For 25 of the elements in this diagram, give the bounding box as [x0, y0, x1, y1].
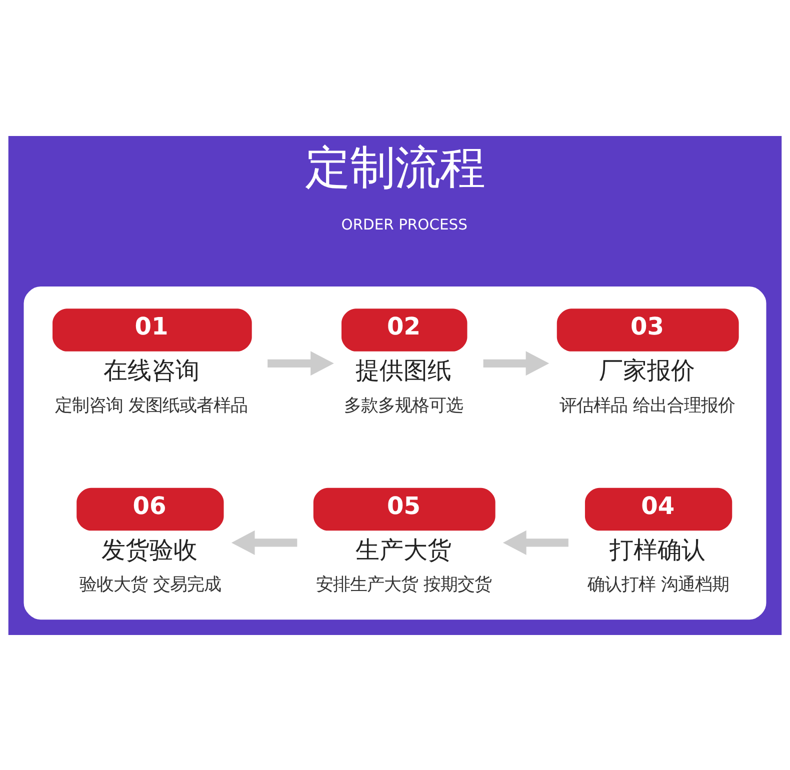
cluster — [24, 286, 766, 620]
label: ORDER PROCESS — [341, 216, 468, 233]
node-label: 安排生产大货 按期交货 — [316, 574, 492, 595]
node-label: 验收大货 交易完成 — [79, 574, 221, 595]
node-box: 03 — [556, 308, 739, 351]
node-box: 02 — [342, 308, 468, 351]
node-label: 定制咨询 发图纸或者样品 — [55, 395, 248, 416]
arrow — [231, 530, 298, 554]
arrow — [502, 530, 568, 554]
arrow — [268, 350, 334, 376]
node-label: 厂家报价 — [599, 356, 696, 384]
node-box: 05 — [313, 487, 496, 530]
node-label: 发货验收 — [101, 535, 198, 564]
node-label: 在线咨询 — [103, 356, 200, 384]
node-label: 评估样品 给出合理报价 — [560, 395, 736, 416]
node-label: 确认打样 沟通档期 — [588, 574, 730, 595]
arrow — [483, 350, 550, 376]
node-label: 提供图纸 — [356, 356, 452, 384]
node-box: 01 — [52, 308, 252, 351]
node-label: 生产大货 — [356, 535, 452, 564]
node-label: 多款多规格可选 — [344, 395, 464, 416]
diagram-title: 定制流程 — [305, 140, 485, 194]
node-label: 打样确认 — [610, 535, 706, 564]
node-box: 06 — [76, 487, 224, 530]
node-box: 04 — [584, 487, 732, 530]
